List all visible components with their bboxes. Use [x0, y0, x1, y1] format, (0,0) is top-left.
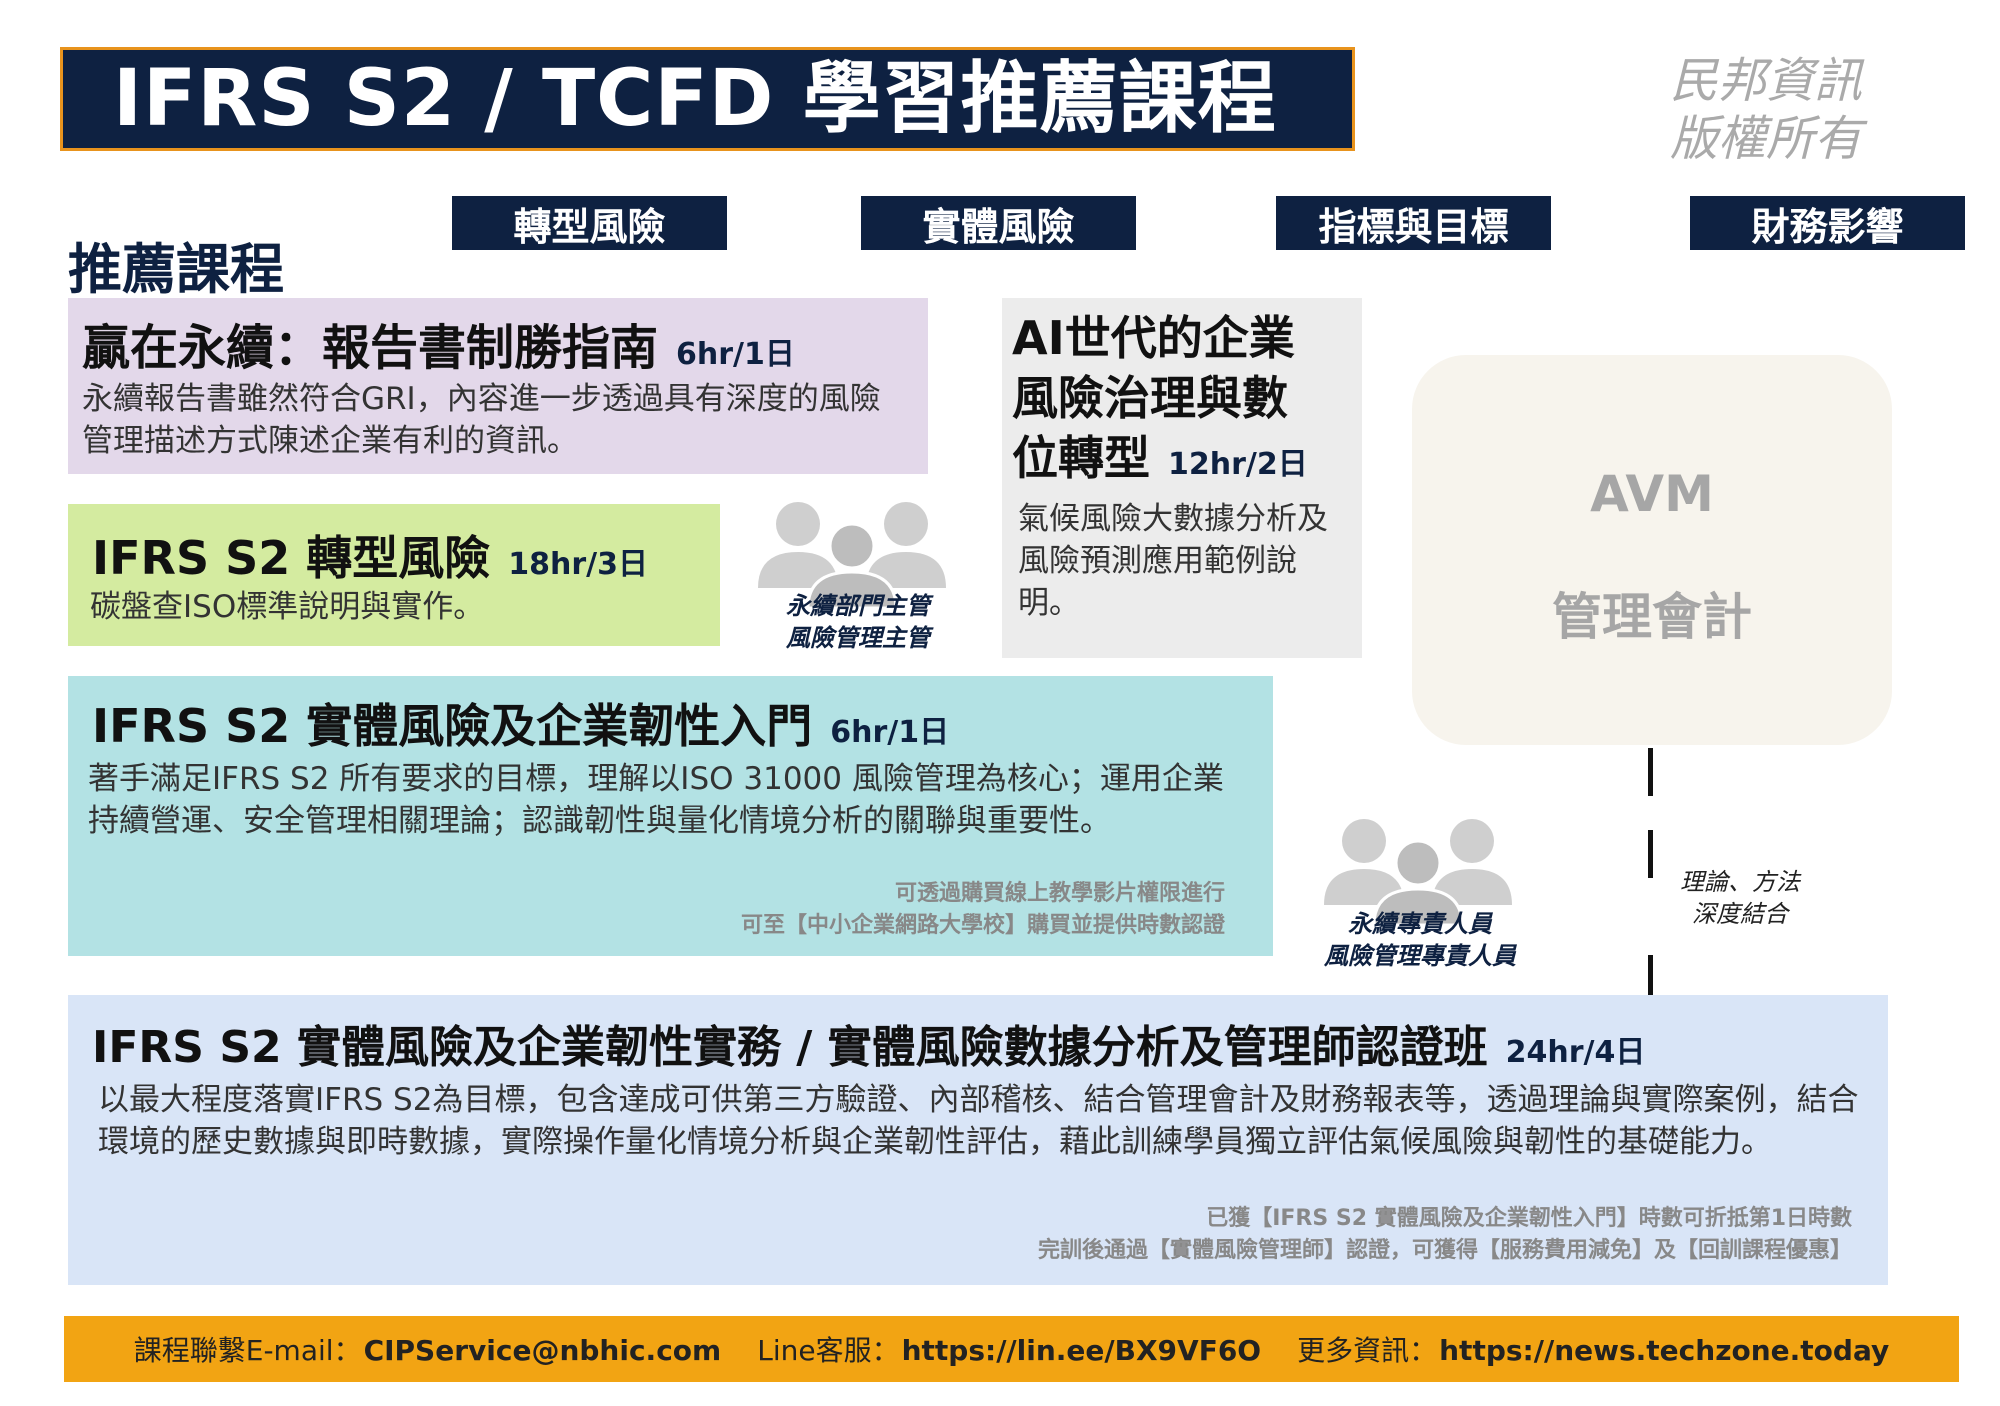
audience-staff: 永續專責人員 風險管理專責人員 — [1310, 908, 1530, 972]
avm-subtitle: 管理會計 — [1552, 588, 1752, 646]
dash-segment — [1648, 748, 1653, 796]
audience-managers: 永續部門主管 風險管理主管 — [770, 590, 946, 654]
course-description: 氣候風險大數據分析及風險預測應用範例說明。 — [1018, 501, 1328, 621]
course-description: 永續報告書雖然符合GRI，內容進一步透過具有深度的風險管理描述方式陳述企業有利的… — [82, 381, 881, 459]
course-card-ai-governance: AI世代的企業 風險治理與數 位轉型 12hr/2日 氣候風險大數據分析及風險預測… — [1002, 298, 1362, 658]
course-card-physical-intro: IFRS S2 實體風險及企業韌性入門 6hr/1日 著手滿足IFRS S2 所有… — [68, 676, 1273, 956]
theory-note-line: 深度結合 — [1692, 900, 1788, 928]
theory-note-line: 理論、方法 — [1680, 868, 1800, 896]
footer-more-link[interactable]: https://news.techzone.today — [1439, 1334, 1890, 1367]
course-note-line: 可透過購買線上教學影片權限進行 — [894, 881, 1225, 906]
course-title-line: 位轉型 — [1012, 431, 1150, 485]
course-title-text: IFRS S2 轉型風險 — [92, 531, 491, 585]
audience-line: 風險管理專責人員 — [1324, 942, 1516, 970]
category-transition-risk: 轉型風險 — [452, 196, 727, 250]
course-note-line: 已獲【IFRS S2 實體風險及企業韌性入門】時數可折抵第1日時數 — [1206, 1206, 1852, 1231]
course-description: 碳盤查ISO標準說明與實作。 — [90, 589, 485, 625]
avm-title: AVM — [1590, 465, 1714, 523]
category-physical-risk: 實體風險 — [861, 196, 1136, 250]
dash-segment — [1648, 955, 1653, 995]
course-title-text: IFRS S2 實體風險及企業韌性實務 / 實體風險數據分析及管理師認證班 — [92, 1022, 1488, 1073]
course-title-line: AI世代的企業 — [1012, 311, 1295, 365]
course-note: 可透過購買線上教學影片權限進行 可至【中小企業網路大學校】購買並提供時數認證 — [741, 878, 1225, 942]
category-financial-impact: 財務影響 — [1690, 196, 1965, 250]
course-duration: 24hr/4日 — [1505, 1035, 1646, 1070]
course-title-line: 風險治理與數 — [1012, 371, 1288, 425]
course-note-line: 完訓後通過【實體風險管理師】認證，可獲得【服務費用減免】及【回訓課程優惠】 — [1037, 1238, 1852, 1263]
course-title: IFRS S2 實體風險及企業韌性入門 6hr/1日 — [92, 690, 949, 756]
course-title: IFRS S2 轉型風險 18hr/3日 — [92, 522, 648, 588]
course-title: 贏在永續：報告書制勝指南 6hr/1日 — [82, 308, 795, 378]
course-card-transition-risk: IFRS S2 轉型風險 18hr/3日 碳盤查ISO標準說明與實作。 — [68, 504, 720, 646]
footer-line-group: Line客服：https://lin.ee/BX9VF6O — [757, 1329, 1261, 1369]
theory-note: 理論、方法 深度結合 — [1680, 866, 1800, 930]
course-duration: 6hr/1日 — [676, 337, 795, 372]
section-title: 推薦課程 — [68, 238, 284, 301]
course-title-text: 贏在永續：報告書制勝指南 — [82, 320, 659, 376]
footer-contact-bar: 課程聯繫E-mail：CIPService@nbhic.com Line客服：h… — [64, 1316, 1959, 1382]
copyright-line-1: 民邦資訊 — [1670, 53, 1863, 109]
footer-line-link[interactable]: https://lin.ee/BX9VF6O — [901, 1334, 1262, 1367]
page-title: IFRS S2 / TCFD 學習推薦課程 — [113, 54, 1277, 144]
footer-more-label: 更多資訊： — [1297, 1334, 1438, 1367]
course-title: IFRS S2 實體風險及企業韌性實務 / 實體風險數據分析及管理師認證班 24h… — [92, 1011, 1645, 1075]
audience-line: 永續部門主管 — [786, 592, 930, 620]
footer-email-label: 課程聯繫E-mail： — [133, 1334, 362, 1367]
footer-more-group: 更多資訊：https://news.techzone.today — [1297, 1329, 1889, 1369]
category-metrics-targets: 指標與目標 — [1276, 196, 1551, 250]
audience-line: 永續專責人員 — [1348, 910, 1492, 938]
course-note: 已獲【IFRS S2 實體風險及企業韌性入門】時數可折抵第1日時數 完訓後通過【… — [1038, 1203, 1852, 1267]
course-description: 著手滿足IFRS S2 所有要求的目標，理解以ISO 31000 風險管理為核心… — [88, 761, 1224, 839]
copyright-watermark: 民邦資訊 版權所有 — [1670, 52, 1900, 168]
footer-email-group: 課程聯繫E-mail：CIPService@nbhic.com — [134, 1329, 721, 1369]
course-duration: 6hr/1日 — [830, 715, 950, 750]
course-title: AI世代的企業 風險治理與數 位轉型 12hr/2日 — [1012, 308, 1308, 495]
course-description: 以最大程度落實IFRS S2為目標，包含達成可供第三方驗證、內部稽核、結合管理會… — [98, 1082, 1859, 1160]
course-duration: 18hr/3日 — [508, 547, 648, 582]
people-group-icon — [1324, 819, 1512, 927]
course-card-physical-practice: IFRS S2 實體風險及企業韌性實務 / 實體風險數據分析及管理師認證班 24h… — [68, 995, 1888, 1285]
footer-email-link[interactable]: CIPService@nbhic.com — [363, 1334, 722, 1367]
course-title-text: IFRS S2 實體風險及企業韌性入門 — [92, 699, 813, 753]
copyright-line-2: 版權所有 — [1670, 111, 1863, 167]
audience-line: 風險管理主管 — [786, 624, 930, 652]
avm-box: AVM 管理會計 — [1412, 355, 1892, 745]
dash-segment — [1648, 830, 1653, 878]
footer-line-label: Line客服： — [757, 1334, 900, 1367]
people-group-icon — [758, 502, 946, 610]
title-bar: IFRS S2 / TCFD 學習推薦課程 — [60, 47, 1355, 151]
course-duration: 12hr/2日 — [1168, 447, 1308, 482]
course-note-line: 可至【中小企業網路大學校】購買並提供時數認證 — [740, 913, 1225, 938]
course-card-reporting: 贏在永續：報告書制勝指南 6hr/1日 永續報告書雖然符合GRI，內容進一步透過具… — [68, 298, 928, 474]
